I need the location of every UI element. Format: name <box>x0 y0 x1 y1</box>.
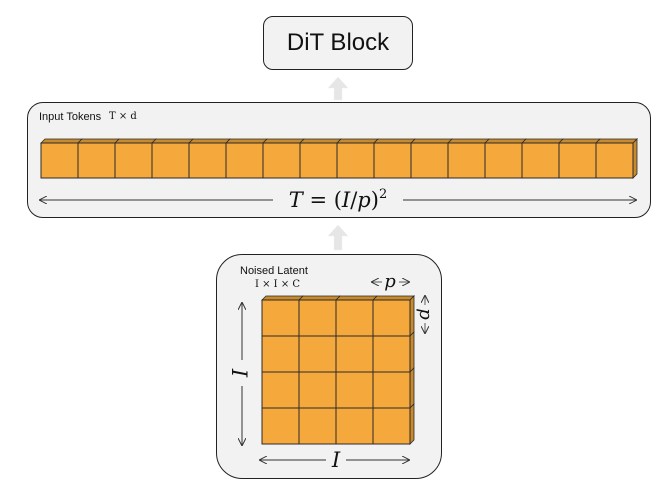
token-cell <box>77 138 120 179</box>
noised-latent-dims: I × I × C <box>255 279 301 290</box>
tokens-formula: T = (I/p)2 <box>289 187 387 212</box>
latent-width-label: I <box>331 448 341 472</box>
token-cell <box>521 138 564 179</box>
latent-cell <box>261 407 300 445</box>
input-tokens-label: Input Tokens <box>39 111 102 123</box>
latent-cell <box>298 371 337 409</box>
noised-latent-label: Noised Latent <box>240 265 308 277</box>
token-cell <box>373 138 416 179</box>
token-cell <box>40 138 83 179</box>
token-cell <box>484 138 527 179</box>
token-cell <box>558 138 601 179</box>
up-arrow-to-tokens <box>327 224 349 251</box>
token-cell <box>151 138 194 179</box>
latent-cell <box>298 295 341 337</box>
token-cell <box>299 138 342 179</box>
token-cell <box>114 138 157 179</box>
latent-cell <box>372 331 415 373</box>
input-tokens-dims: T × d <box>109 111 137 122</box>
latent-cell <box>261 295 304 337</box>
latent-cell <box>261 335 300 373</box>
token-cell <box>262 138 305 179</box>
latent-cell <box>372 403 415 445</box>
token-row <box>40 138 638 179</box>
latent-cell <box>261 371 300 409</box>
latent-cell <box>335 295 378 337</box>
patch-height-label: p <box>415 308 436 320</box>
dit-block-label: DiT Block <box>286 29 390 56</box>
token-cell <box>410 138 453 179</box>
patch-width-label: p <box>384 271 396 292</box>
dit-block-box: DiT Block <box>263 16 413 70</box>
token-cell <box>188 138 231 179</box>
latent-cell <box>335 335 374 373</box>
latent-cell <box>372 367 415 409</box>
latent-cell <box>335 407 374 445</box>
token-cell <box>595 138 638 179</box>
latent-cell <box>372 295 415 337</box>
latent-cell <box>298 335 337 373</box>
latent-cell <box>298 407 337 445</box>
up-arrow-to-dit <box>327 76 349 101</box>
latent-cell <box>335 371 374 409</box>
latent-height-label: I <box>229 368 253 378</box>
token-cell <box>336 138 379 179</box>
token-cell <box>225 138 268 179</box>
latent-grid <box>261 295 415 445</box>
token-cell <box>447 138 490 179</box>
